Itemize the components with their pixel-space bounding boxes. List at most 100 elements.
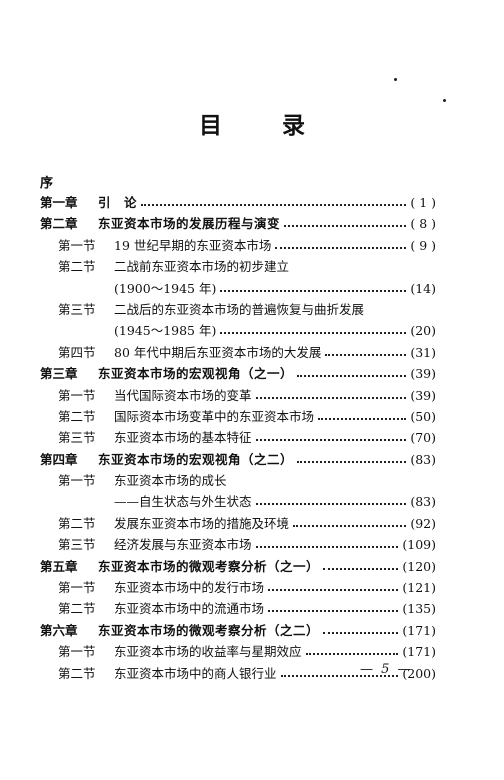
toc-entry-title: 东亚资本市场的宏观视角（之一） [98, 366, 294, 382]
toc-entry-title: 东亚资本市场的宏观视角（之二） [98, 451, 294, 467]
toc-entry-title: 东亚资本市场的微观考察分析（之一） [98, 558, 320, 574]
toc-entry-label: 第二节 [58, 408, 96, 424]
toc-chapter-entry[interactable]: 第四章 东亚资本市场的宏观视角（之二） (83) [40, 449, 436, 470]
toc-entry-label: 第一章 [40, 195, 78, 210]
preface-entry[interactable]: 序 [40, 176, 54, 191]
toc-entry-label: 第二节 [58, 665, 96, 681]
toc-page-number: (171) [402, 622, 436, 638]
toc-chapter-entry[interactable]: 第二章东亚资本市场的发展历程与演变( 8 ) [40, 213, 436, 234]
dot-leader [275, 238, 407, 250]
scan-speck [443, 99, 446, 102]
toc-page-number: (171) [402, 644, 436, 660]
toc-entry-label: 第二节 [58, 259, 96, 275]
toc-chapter-entry[interactable]: 第三章 东亚资本市场的宏观视角（之一） (39) [40, 363, 436, 384]
toc-entry-title: 东亚资本市场的基本特征 [114, 430, 252, 446]
toc-entry-label: 第一节 [58, 387, 96, 403]
dot-leader [255, 388, 407, 400]
dot-leader [268, 601, 399, 613]
page-title: 目 录 [198, 113, 331, 139]
toc-entry-title: 东亚资本市场中的流通市场 [114, 601, 265, 617]
toc-page-number: (39) [410, 387, 436, 403]
toc-page-number: (83) [410, 494, 436, 510]
toc-entry-label: 第四节 [58, 344, 96, 360]
toc-section-entry[interactable]: 第三节二战后的东亚资本市场的普遍恢复与曲折发展 [40, 299, 436, 320]
toc-entry-title: 经济发展与东亚资本市场 [114, 537, 252, 553]
dot-leader [318, 409, 407, 421]
toc-entry-label: 第二节 [58, 515, 96, 531]
toc-entry-title: 二战前东亚资本市场的初步建立 [114, 259, 290, 275]
toc-continuation-line[interactable]: (1945～1985 年)(20) [40, 320, 436, 341]
toc-entry-label: 第四章 [40, 451, 78, 467]
dot-leader [325, 345, 407, 357]
dot-leader [220, 323, 407, 335]
toc-entry-label: 第六章 [40, 622, 78, 638]
toc-section-entry[interactable]: 第一节 当代国际资本市场的变革 (39) [40, 385, 436, 406]
toc-entry-title: 引 论 [98, 195, 138, 210]
toc-entry-title: (1900～1945 年) [114, 280, 217, 296]
toc-section-entry[interactable]: 第二节 东亚资本市场中的流通市场 (135) [40, 598, 436, 619]
toc-entry-title: 当代国际资本市场的变革 [114, 387, 252, 403]
toc-page-number: ( 8 ) [410, 216, 436, 232]
scan-speck [394, 78, 397, 81]
toc-entry-title: 东亚资本市场的成长 [114, 473, 227, 489]
toc-page-number: ( 9 ) [410, 237, 436, 253]
toc-page-number: (50) [410, 408, 436, 424]
toc-page-number: (92) [410, 515, 436, 531]
toc-page-number: (200) [402, 665, 436, 681]
toc-entry-title: 东亚资本市场的收益率与星期效应 [114, 644, 302, 660]
dot-leader [255, 430, 407, 442]
toc-entry-label: 第一节 [58, 473, 96, 489]
toc-section-entry[interactable]: 第三节东亚资本市场的基本特征(70) [40, 427, 436, 448]
toc-entry-label: 第三节 [58, 301, 96, 317]
toc-page-number: (20) [410, 323, 436, 339]
toc-chapter-entry[interactable]: 第五章东亚资本市场的微观考察分析（之一）(120) [40, 556, 436, 577]
toc-section-entry[interactable]: 第一节东亚资本市场的收益率与星期效应(171) [40, 641, 436, 662]
toc-section-entry[interactable]: 第二节 东亚资本市场中的商人银行业 (200) [40, 663, 436, 684]
toc-entry-title: 东亚资本市场中的发行市场 [114, 580, 265, 596]
toc-entry-title: 19 世纪早期的东亚资本市场 [114, 237, 272, 253]
toc-section-entry[interactable]: 第一节东亚资本市场中的发行市场(121) [40, 577, 436, 598]
toc-entry-title: 国际资本市场变革中的东亚资本市场 [114, 408, 315, 424]
toc-entry-title: 发展东亚资本市场的措施及环境 [114, 515, 290, 531]
toc-page-number: (135) [402, 601, 436, 617]
toc-entry-label: 第三节 [58, 430, 96, 446]
toc-chapter-entry[interactable]: 第一章 引 论 ( 1 ) [40, 192, 436, 213]
dot-leader [268, 580, 399, 592]
toc-entry-label: 第二节 [58, 601, 96, 617]
toc-entry-title: 东亚资本市场的发展历程与演变 [98, 216, 281, 232]
dot-leader [141, 195, 407, 207]
dot-leader [297, 452, 407, 464]
toc-section-entry[interactable]: 第二节 二战前东亚资本市场的初步建立 [40, 256, 436, 277]
toc-entry-label: 第五章 [40, 558, 78, 574]
toc-entry-label: 第三节 [58, 537, 96, 553]
toc-page-number: ( 1 ) [410, 195, 436, 210]
toc-entry-label: 第三章 [40, 366, 78, 382]
toc-section-entry[interactable]: 第一节 东亚资本市场的成长 [40, 470, 436, 491]
toc-section-entry[interactable]: 第一节 19 世纪早期的东亚资本市场 ( 9 ) [40, 235, 436, 256]
dot-leader [220, 281, 407, 293]
toc-entry-label: 第一节 [58, 237, 96, 253]
toc-entry-title: 东亚资本市场的微观考察分析（之二） [98, 622, 320, 638]
dot-leader [255, 537, 399, 549]
toc-page-number: (14) [410, 280, 436, 296]
dot-leader [255, 494, 407, 506]
toc-entry-title: 东亚资本市场中的商人银行业 [114, 665, 277, 681]
page-number-footer: — 5 — [360, 662, 413, 677]
dot-leader [293, 516, 407, 528]
toc-continuation-line[interactable]: (1900～1945 年) (14) [40, 278, 436, 299]
dot-leader [284, 216, 407, 228]
toc-entry-label: 第一节 [58, 580, 96, 596]
dot-leader [323, 623, 399, 635]
toc-section-entry[interactable]: 第二节 发展东亚资本市场的措施及环境 (92) [40, 513, 436, 534]
toc-page-number: (39) [410, 366, 436, 382]
toc-entry-title: 80 年代中期后东亚资本市场的大发展 [114, 344, 322, 360]
toc-page-number: (83) [410, 451, 436, 467]
toc-section-entry[interactable]: 第三节经济发展与东亚资本市场(109) [40, 534, 436, 555]
dot-leader [297, 366, 407, 378]
toc-chapter-entry[interactable]: 第六章 东亚资本市场的微观考察分析（之二） (171) [40, 620, 436, 641]
toc-continuation-line[interactable]: ——自生状态与外生状态(83) [40, 491, 436, 512]
toc-section-entry[interactable]: 第二节 国际资本市场变革中的东亚资本市场 (50) [40, 406, 436, 427]
